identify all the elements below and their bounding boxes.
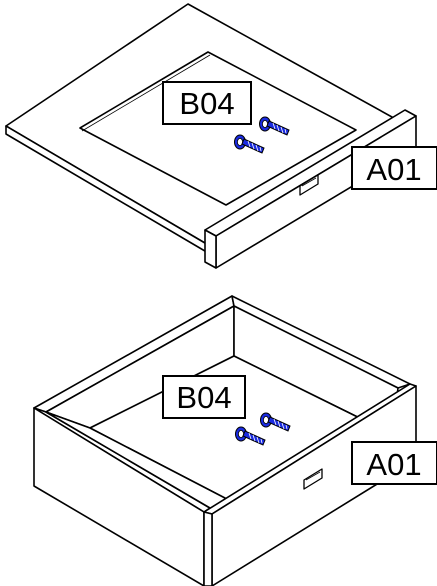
panel-inner-recess (79, 51, 357, 206)
step-2-callout-b04: B04 (162, 375, 246, 419)
drawer-left-side-face (33, 407, 205, 586)
step-1-callout-a01: A01 (351, 146, 437, 190)
drawer-front-edge (203, 511, 213, 586)
step-1-panel-view (5, 3, 417, 269)
handle-slot (299, 174, 319, 196)
callout-label-a01: A01 (366, 447, 421, 482)
drawer-front-side (204, 229, 217, 269)
callout-label-a01: A01 (366, 152, 421, 187)
step-2-callout-a01: A01 (351, 441, 437, 485)
step-1-callout-b04: B04 (162, 81, 252, 125)
handle-slot (303, 468, 323, 490)
callout-label-b04: B04 (179, 86, 234, 121)
callout-label-b04: B04 (176, 380, 231, 415)
